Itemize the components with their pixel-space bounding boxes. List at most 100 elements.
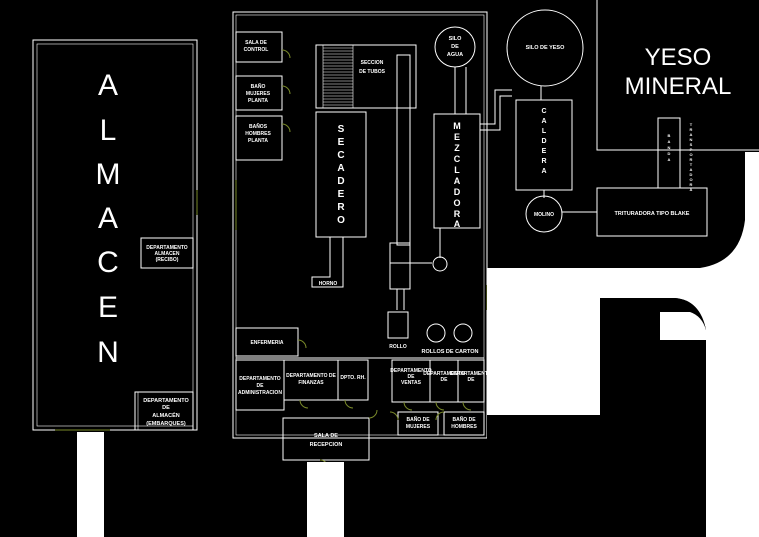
caldera-letter: E: [542, 148, 547, 155]
room-label: SALA DE: [314, 433, 338, 439]
caldera-letter: C: [541, 108, 546, 115]
room-label: BAÑO DE: [406, 416, 430, 423]
room-label: (EMBARQUES): [146, 421, 186, 427]
secadero-letter: S: [338, 124, 345, 135]
room-enfermeria: ENFERMERIA: [235, 327, 307, 357]
secadero-letter: A: [337, 163, 344, 174]
caldera-letter: A: [541, 168, 546, 175]
secadero-letter: R: [337, 202, 345, 213]
almacen-label: A L M A C E N: [96, 69, 121, 369]
almacen-letter: E: [98, 291, 118, 324]
room-label: PLANTA: [248, 138, 268, 144]
plant-building: [232, 11, 488, 439]
room-label: SECCION: [361, 60, 384, 66]
room-depto-administracion: DEPARTAMENTO DE ADMINISTRACION: [235, 359, 285, 411]
transportadora-letter: A: [690, 187, 693, 192]
room-label: ENFERMERIA: [250, 340, 283, 346]
room-label: BAÑO DE: [452, 416, 476, 423]
banda-transportadora: B A N D A T R A N S P O R T A D O R A: [657, 117, 693, 192]
almacen-letter: L: [100, 114, 117, 147]
trituradora: TRITURADORA TIPO BLAKE: [596, 187, 708, 237]
mezcladora-letter: E: [454, 132, 460, 142]
room-rh: DPTO. RH.: [337, 359, 369, 409]
room-label: ADMINISTRACION: [238, 390, 282, 396]
room-label: HOMBRES: [245, 131, 271, 137]
room-banos-hombres: BAÑOS HOMBRES PLANTA: [235, 115, 291, 161]
secadero: S E C A D E R O HORNO: [311, 111, 367, 288]
silo-label: SILO DE YESO: [526, 45, 565, 51]
banda-letter: B: [668, 133, 671, 138]
transportadora-letter: R: [690, 182, 693, 187]
transportadora-letter: T: [690, 162, 693, 167]
mezcladora-letter: Z: [454, 143, 460, 153]
tube-bank-hatch: [322, 44, 354, 109]
almacen-letter: A: [98, 69, 118, 102]
banda-letter: N: [668, 145, 671, 150]
road: [307, 462, 344, 537]
room-label: DE: [441, 377, 449, 383]
room-label: RECEPCION: [310, 442, 343, 448]
secadero-letter: O: [337, 215, 345, 226]
transportadora-letter: O: [689, 177, 692, 182]
room-label: DE: [162, 405, 170, 411]
transportadora-letter: S: [690, 142, 693, 147]
room-label: DE: [257, 383, 265, 389]
room-label: (RECIBO): [156, 257, 179, 263]
caldera-letter: R: [541, 158, 546, 165]
room-label: DEPARTAMENTO: [146, 245, 188, 251]
room-depto-b: DEPARTAMENTO DE: [450, 359, 492, 411]
transportadora-letter: R: [690, 157, 693, 162]
silo-label: SILO: [449, 36, 463, 42]
room-label: DEPARTAMENTO: [239, 376, 281, 382]
almacen-letter: C: [97, 246, 119, 279]
transportadora-letter: D: [690, 172, 693, 177]
mezcladora: M E Z C L A D O R A: [432, 113, 481, 272]
mezcladora-letter: O: [453, 198, 460, 208]
caldera-letter: L: [542, 128, 547, 135]
room-label: VENTAS: [401, 380, 422, 386]
silo-agua: SILO DE AGUA: [434, 26, 476, 114]
transportadora-letter: N: [690, 137, 693, 142]
mezcladora-letter: D: [454, 187, 461, 197]
seccion-tubos: SECCION DE TUBOS: [315, 44, 417, 109]
room-label: DEPARTAMENTO: [390, 368, 432, 374]
room-depto-almacen-recibo: DEPARTAMENTO ALMACEN (RECIBO): [140, 237, 194, 269]
room-label: DE: [408, 374, 416, 380]
room-depto-ventas: DEPARTAMENTO DE VENTAS: [390, 359, 432, 411]
caldera-letter: D: [541, 138, 546, 145]
road: [77, 432, 104, 537]
room-label: PLANTA: [248, 98, 268, 104]
room-depto-almacen-embarques: DEPARTAMENTO DE ALMACÉN (EMBARQUES): [134, 391, 194, 431]
room-sala-recepcion: SALA DE RECEPCION: [282, 409, 378, 469]
transportadora-letter: R: [690, 127, 693, 132]
room-label: DPTO. RH.: [340, 375, 366, 381]
transportadora-letter: A: [690, 167, 693, 172]
secadero-letter: C: [337, 150, 344, 161]
mezcladora-letter: A: [454, 219, 461, 229]
room-label: BAÑO: [251, 83, 266, 90]
room-label: DE TUBOS: [359, 69, 386, 75]
mezcladora-letter: C: [454, 154, 461, 164]
almacen-letter: N: [97, 336, 119, 369]
horno-label: HORNO: [319, 281, 338, 287]
secadero-letter: D: [337, 176, 344, 187]
parcel: [600, 298, 706, 537]
roads: [487, 152, 759, 537]
transportadora-letter: A: [690, 132, 693, 137]
room-label: DE: [468, 377, 476, 383]
room-label: CONTROL: [244, 47, 269, 53]
rollo-label: ROLLO: [389, 344, 407, 350]
banda-letter: A: [668, 157, 671, 162]
trituradora-label: TRITURADORA TIPO BLAKE: [615, 211, 690, 217]
silo-label: DE: [451, 44, 459, 50]
room-label: MUJERES: [406, 424, 431, 430]
almacen-building: [32, 39, 198, 431]
yeso-mineral-area: YESO MINERAL: [596, 0, 759, 151]
banda-letter: D: [668, 151, 671, 156]
room-label: HOMBRES: [451, 424, 477, 430]
almacen-letter: M: [96, 158, 121, 191]
silo-label: AGUA: [447, 52, 463, 58]
road: [660, 312, 706, 340]
parcel: [487, 415, 600, 537]
